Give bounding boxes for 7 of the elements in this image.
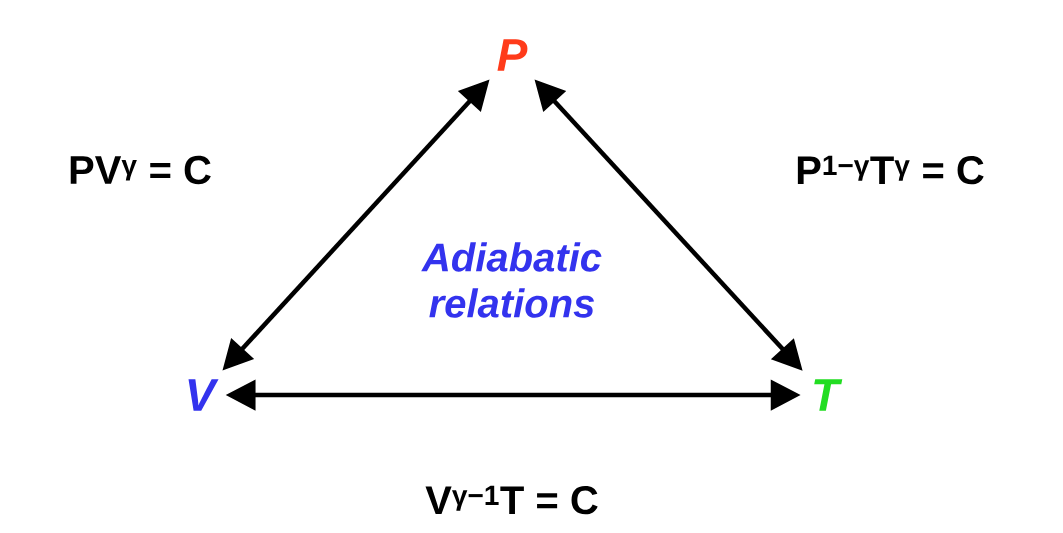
variable-label: T [814, 379, 843, 411]
edge-label: P$^{1−γ}$T$^{γ}$ = C [797, 155, 984, 185]
variable-label: P [497, 39, 528, 71]
edge-label: V$^{γ−1}$T = C [425, 485, 598, 515]
variable-label: V [188, 379, 219, 411]
center-label: Adiabatic relations [421, 242, 602, 318]
edge-label: PV$^{γ}$ = C [70, 155, 211, 185]
